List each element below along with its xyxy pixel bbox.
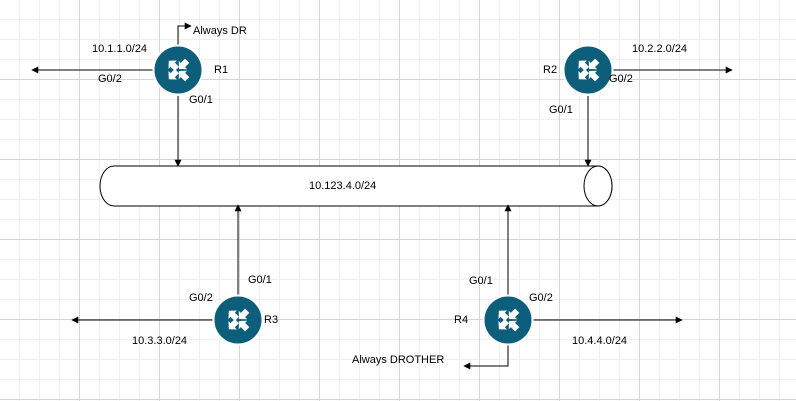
r1-note: Always DR <box>193 25 247 37</box>
r4-note: Always DROTHER <box>352 354 444 366</box>
r4-g01-label: G0/1 <box>469 275 493 287</box>
r2-lan-label: 10.2.2.0/24 <box>632 43 687 55</box>
r1-name: R1 <box>214 64 228 76</box>
r1-note-arrow <box>177 22 192 46</box>
segment-cylinder[interactable] <box>99 165 613 207</box>
r1-g02-label: G0/2 <box>98 73 122 85</box>
router-icon <box>152 44 204 96</box>
r3-name: R3 <box>264 314 278 326</box>
router-icon <box>482 294 534 346</box>
router-r1[interactable] <box>152 44 204 96</box>
r4-g02-label: G0/2 <box>529 292 553 304</box>
router-icon <box>562 44 614 96</box>
r2-name: R2 <box>543 64 557 76</box>
r1-lan-label: 10.1.1.0/24 <box>92 43 147 55</box>
r4-lan-label: 10.4.4.0/24 <box>572 335 627 347</box>
r4-note-arrow <box>463 345 509 370</box>
segment-subnet-label: 10.123.4.0/24 <box>309 180 376 192</box>
router-r4[interactable] <box>482 294 534 346</box>
r2-g01-label: G0/1 <box>549 104 573 116</box>
r3-g01-label: G0/1 <box>248 274 272 286</box>
r3-g02-label: G0/2 <box>189 292 213 304</box>
r4-name: R4 <box>454 314 468 326</box>
router-r3[interactable] <box>212 294 264 346</box>
r3-lan-label: 10.3.3.0/24 <box>132 335 187 347</box>
router-r2[interactable] <box>562 44 614 96</box>
r1-g01-label: G0/1 <box>189 94 213 106</box>
r2-g02-label: G0/2 <box>609 73 633 85</box>
router-icon <box>212 294 264 346</box>
